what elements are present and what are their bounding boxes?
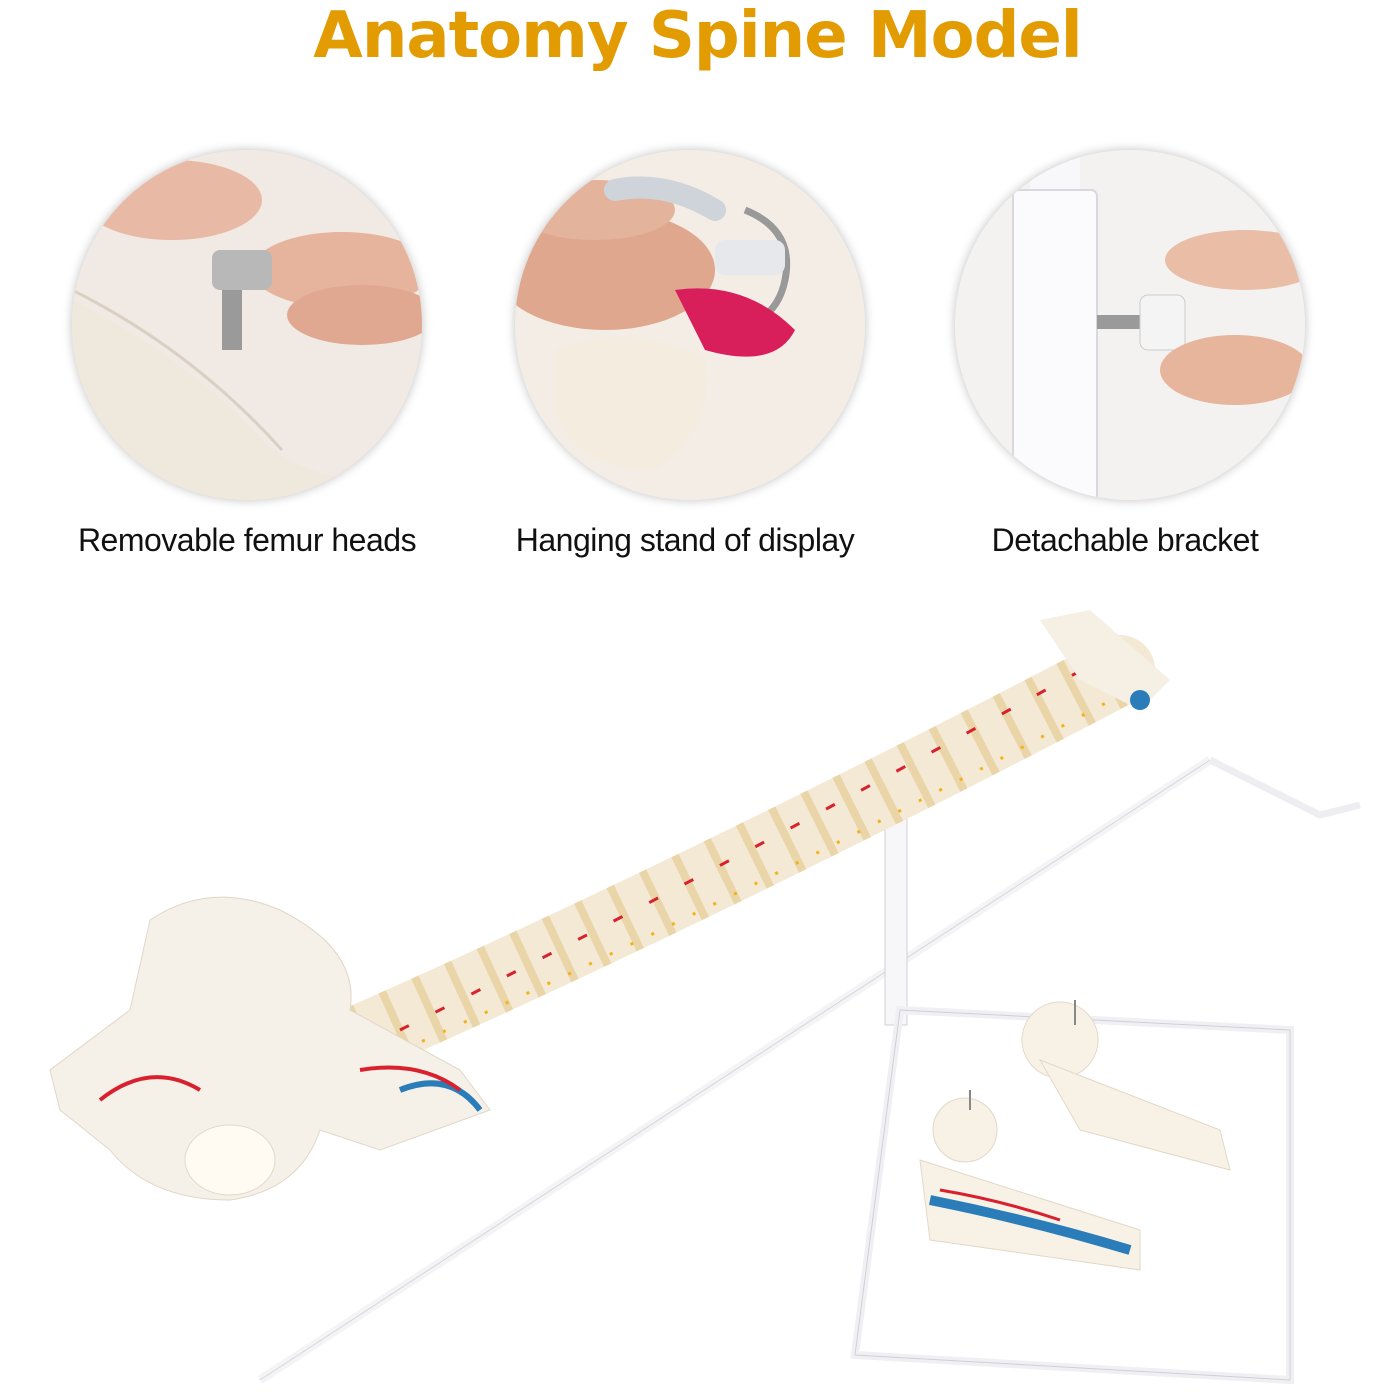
feature-image-femur-heads bbox=[72, 150, 422, 500]
page-title: Anatomy Spine Model bbox=[313, 0, 1082, 73]
feature-caption-hanging-stand: Hanging stand of display bbox=[515, 522, 855, 558]
feature-caption-femur-heads: Removable femur heads bbox=[77, 522, 417, 558]
feature-image-detachable-bracket bbox=[955, 150, 1305, 500]
feature-image-hanging-stand bbox=[515, 150, 865, 500]
hero-spine-model-image bbox=[0, 590, 1395, 1395]
feature-caption-detachable-bracket: Detachable bracket bbox=[991, 522, 1259, 558]
